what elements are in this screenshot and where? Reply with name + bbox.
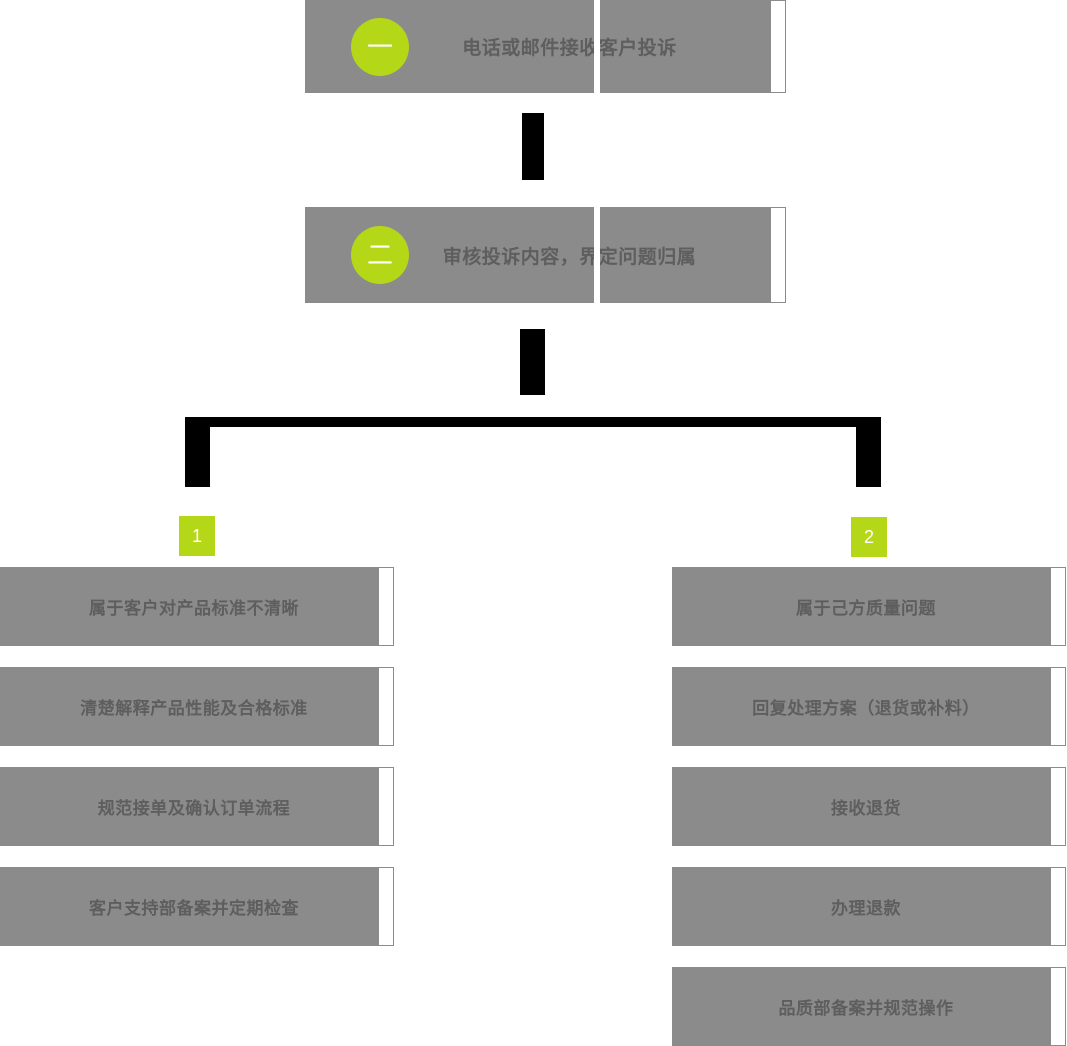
step-endcap-2 [770,207,786,303]
task-label: 客户支持部备案并定期检查 [89,899,299,918]
process-step-2[interactable]: 二 审核投诉内容，界定问题归属 [305,207,770,303]
task-label: 办理退款 [831,899,901,918]
task-endcap [1050,767,1066,846]
task-label: 接收退货 [831,799,901,818]
branch-horizontal-bar [185,417,881,427]
branch-badge-label-2: 2 [863,527,874,547]
connector-step2-branch [520,329,545,395]
task-endcap [378,667,394,746]
task-endcap [1050,967,1066,1046]
step-marker-circle-2: 二 [351,226,409,284]
step-title-1: 电话或邮件接收客户投诉 [462,38,677,59]
task-label: 属于己方质量问题 [796,599,936,618]
step-title-2: 审核投诉内容，界定问题归属 [442,246,697,268]
task-label: 属于客户对产品标准不清晰 [89,599,299,618]
step-marker-circle-1: 一 [351,17,409,76]
task-endcap [378,567,394,646]
task-endcap [378,867,394,946]
branch-leg-left [185,417,210,487]
task-endcap [1050,667,1066,746]
step-divider-2 [594,207,600,303]
branch-badge-2: 2 [851,517,887,557]
connector-step1-step2 [522,113,544,180]
branch-leg-right [856,417,881,487]
task-box[interactable]: 回复处理方案（退货或补料） [672,667,1060,746]
task-box[interactable]: 清楚解释产品性能及合格标准 [0,667,388,746]
step-endcap-1 [770,0,786,93]
task-label: 规范接单及确认订单流程 [97,799,291,818]
branch-badge-label-1: 1 [191,526,202,546]
task-box[interactable]: 属于客户对产品标准不清晰 [0,567,388,646]
task-box[interactable]: 规范接单及确认订单流程 [0,767,388,846]
task-endcap [1050,867,1066,946]
task-box[interactable]: 客户支持部备案并定期检查 [0,867,388,946]
process-step-1[interactable]: 一 电话或邮件接收客户投诉 [305,0,770,93]
branch-badge-1: 1 [179,516,215,556]
task-label: 清楚解释产品性能及合格标准 [80,699,308,718]
step-marker-label-2: 二 [366,240,393,270]
task-label: 回复处理方案（退货或补料） [752,699,980,718]
task-box[interactable]: 品质部备案并规范操作 [672,967,1060,1046]
task-endcap [378,767,394,846]
task-box[interactable]: 接收退货 [672,767,1060,846]
task-label: 品质部备案并规范操作 [778,999,954,1018]
step-divider-1 [594,0,600,93]
task-box[interactable]: 办理退款 [672,867,1060,946]
step-marker-label-1: 一 [366,31,393,62]
task-endcap [1050,567,1066,646]
task-box[interactable]: 属于己方质量问题 [672,567,1060,646]
